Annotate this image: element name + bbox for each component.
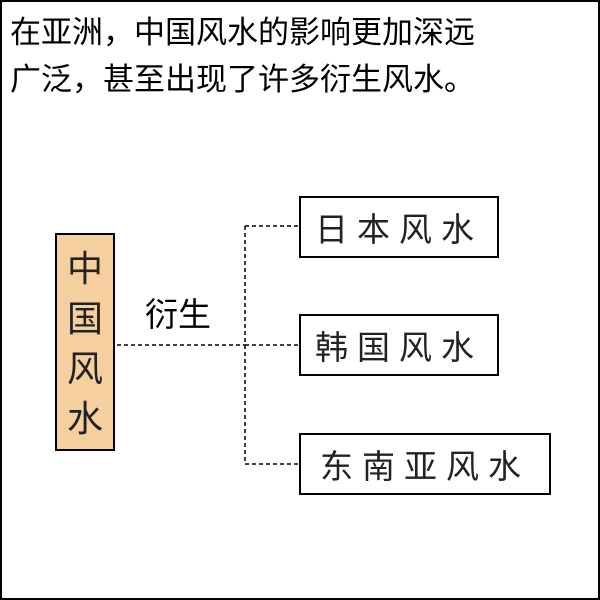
source-node-chinese-fengshui: 中 国 风 水 [55,233,115,451]
target-node-korea: 韩国风水 [299,314,499,376]
source-char-3: 风 [66,349,103,390]
caption-text: 在亚洲，中国风水的影响更加深远 广泛，甚至出现了许多衍生风水。 [10,10,590,104]
source-char-1: 中 [66,249,103,290]
caption-line-1: 在亚洲，中国风水的影响更加深远 [10,15,475,51]
target-node-southeast-asia: 东南亚风水 [299,433,551,495]
source-char-4: 水 [66,399,103,440]
relation-label: 衍生 [145,295,211,334]
target-node-japan: 日本风水 [299,196,499,258]
source-char-2: 国 [66,299,103,340]
caption-line-2: 广泛，甚至出现了许多衍生风水。 [10,62,475,98]
